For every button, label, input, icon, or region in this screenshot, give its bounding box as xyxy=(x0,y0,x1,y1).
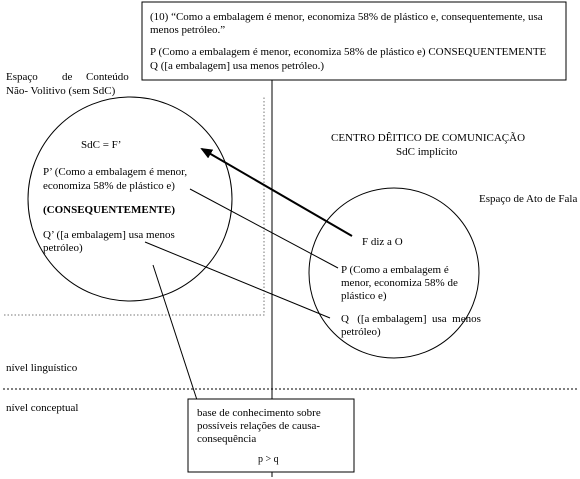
example-line-1: (10) “Como a embalagem é menor, economiz… xyxy=(150,11,543,23)
knowledge-base-box xyxy=(187,398,355,473)
deictic-center-subtitle: SdC implícito xyxy=(396,146,458,158)
example-line-4: Q ([a embalagem] usa menos petróleo.) xyxy=(150,60,324,72)
left-q-line-1: Q’ ([a embalagem] usa menos xyxy=(43,229,175,241)
right-p-line-1: P (Como a embalagem é xyxy=(341,264,449,276)
p-connector-line xyxy=(189,188,339,269)
right-p-line-3: plástico e) xyxy=(341,290,387,302)
q-connector-line xyxy=(144,241,331,319)
left-q-line-2: petróleo) xyxy=(43,242,83,254)
knowledge-line-3: consequência xyxy=(197,433,256,445)
example-line-3: P (Como a embalagem é menor, economiza 5… xyxy=(150,46,547,58)
left-p-line-2: economiza 58% de plástico e) xyxy=(43,180,175,192)
speech-act-circle xyxy=(308,187,480,359)
example-box xyxy=(141,1,567,81)
knowledge-line-2: possíveis relações de causa- xyxy=(197,420,320,432)
right-p-line-2: menor, economiza 58% de xyxy=(341,277,458,289)
linguistic-level-label: nível linguístico xyxy=(6,362,78,374)
knowledge-line-1: base de conhecimento sobre xyxy=(197,407,321,419)
example-line-2: menos petróleo.” xyxy=(150,24,225,36)
knowledge-connector-line xyxy=(152,264,198,401)
right-q-line-1: Q ([a embalagem] usa menos xyxy=(341,313,481,325)
content-space-label-c: Conteúdo xyxy=(86,71,129,83)
right-f-label: F diz a O xyxy=(362,236,403,248)
content-space-label-b: de xyxy=(62,71,73,83)
conceptual-level-label: nível conceptual xyxy=(6,402,78,414)
left-connective: (CONSEQUENTEMENTE) xyxy=(43,204,175,216)
content-space-label-2: Não- Volitivo (sem SdC) xyxy=(6,85,116,97)
deictic-center-title: CENTRO DÊITICO DE COMUNICAÇÃO xyxy=(331,132,525,144)
knowledge-formula: p > q xyxy=(258,454,279,465)
left-sdc-label: SdC = F’ xyxy=(81,139,121,151)
left-p-line-1: P’ (Como a embalagem é menor, xyxy=(43,166,187,178)
speech-act-space-label: Espaço de Ato de Fala xyxy=(479,193,577,205)
content-space-label-a: Espaço xyxy=(6,71,38,83)
speaker-to-sdc-arrow xyxy=(200,147,353,237)
content-space-circle xyxy=(27,96,233,302)
right-q-line-2: petróleo) xyxy=(341,326,381,338)
content-space-dotted-border xyxy=(4,97,265,316)
